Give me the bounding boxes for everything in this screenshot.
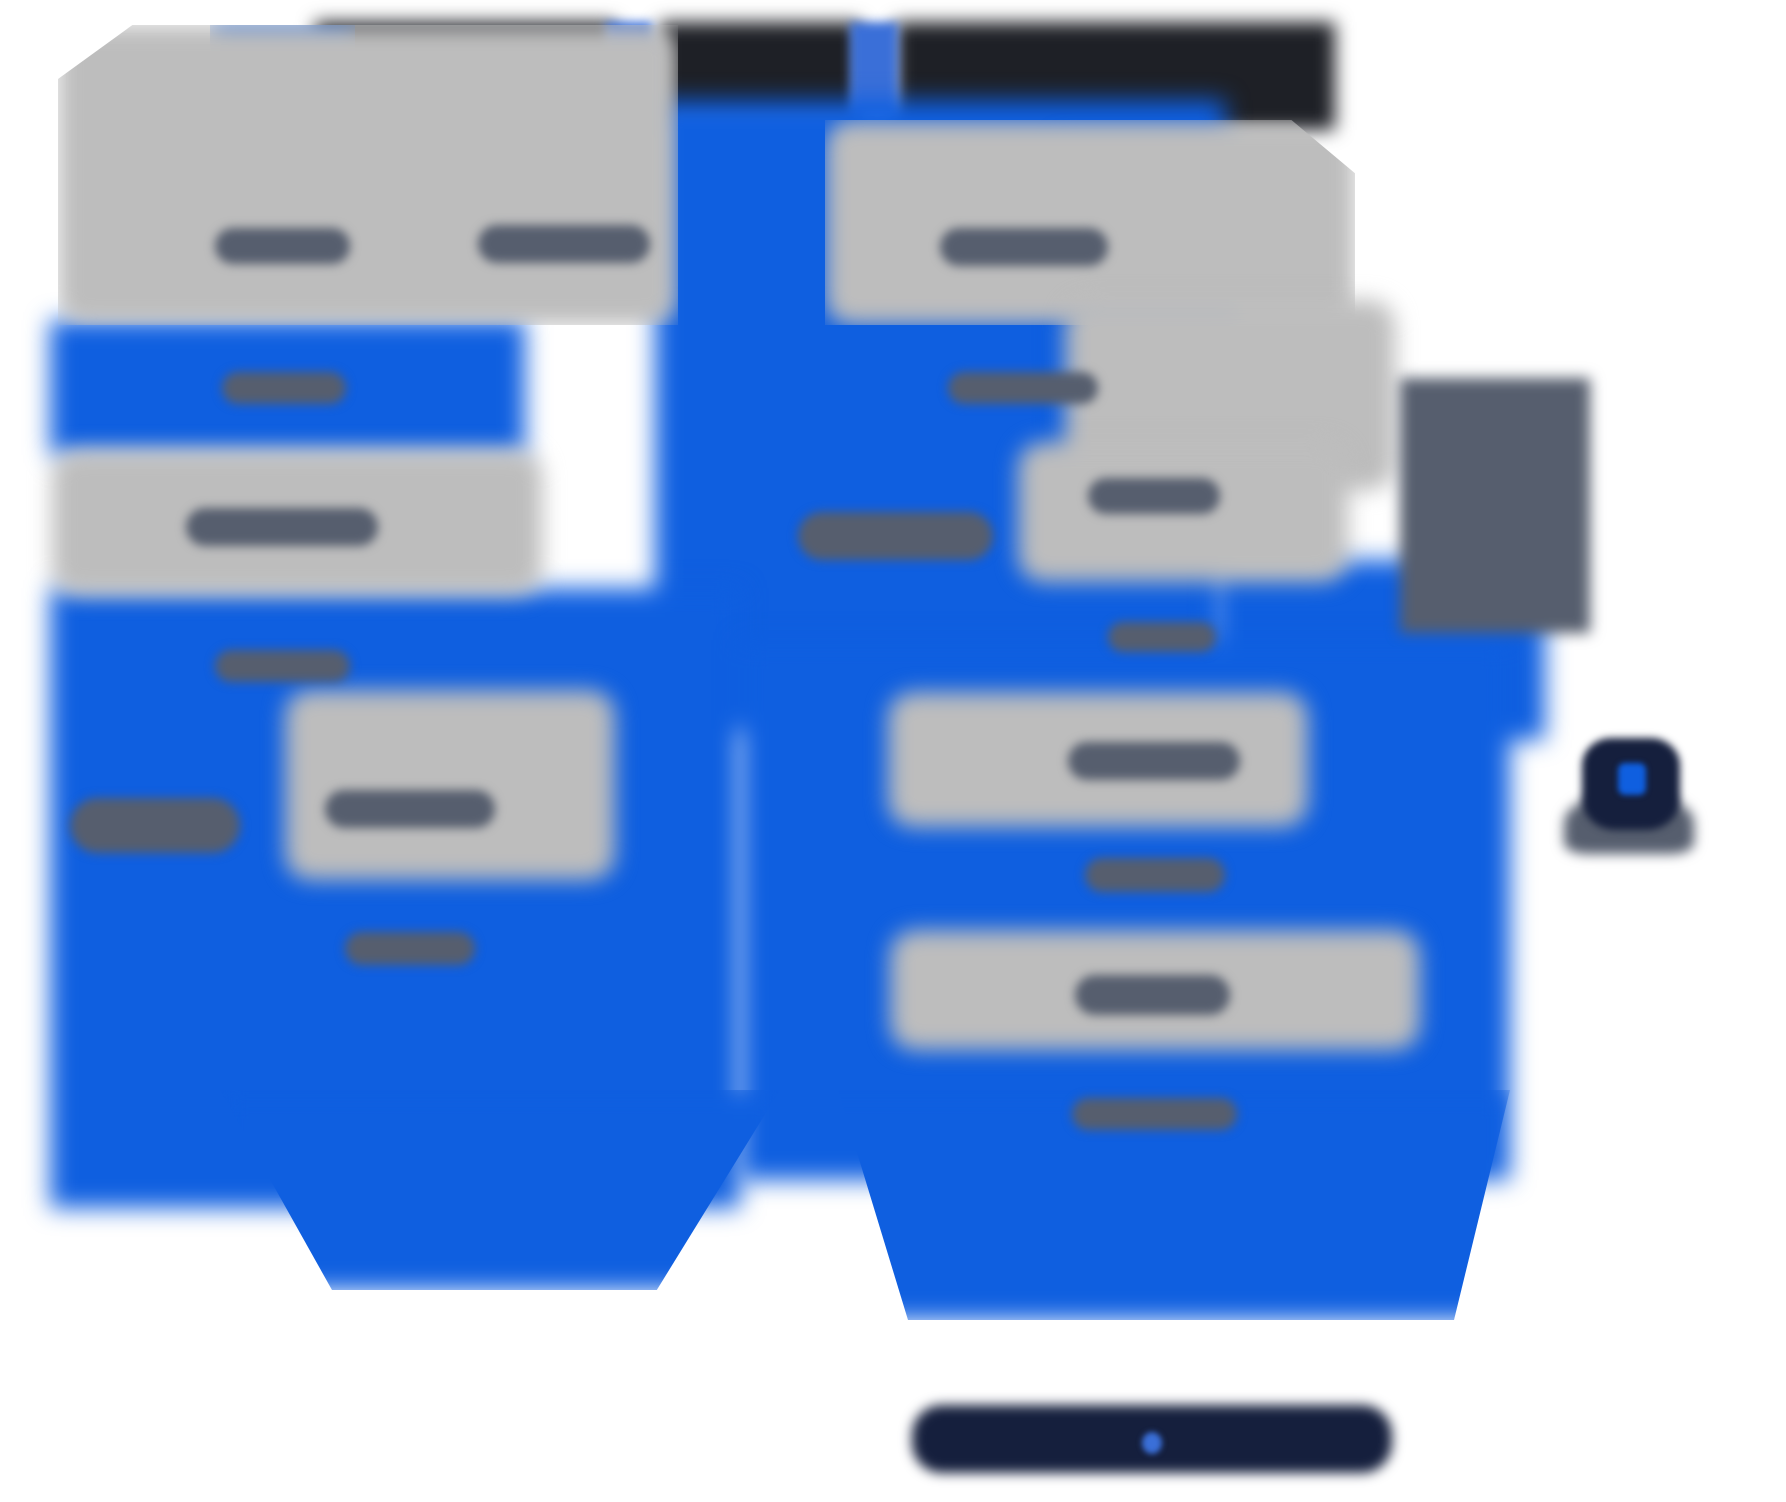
text-row-left-2 xyxy=(222,372,346,404)
text-row-right-3 xyxy=(1088,478,1220,514)
text-row-right-8 xyxy=(1075,975,1230,1015)
text-row-left-3 xyxy=(186,508,378,546)
panel-right-row-1[interactable] xyxy=(825,120,1355,325)
text-row-right-1 xyxy=(940,228,1108,266)
panel-left-row-5[interactable] xyxy=(285,690,615,880)
avatar-inner-icon xyxy=(1618,763,1646,795)
text-row-right-9 xyxy=(1072,1098,1237,1130)
text-row-left-1b xyxy=(478,225,650,263)
text-row-right-4 xyxy=(798,512,993,560)
text-row-right-6 xyxy=(1068,742,1240,780)
text-row-right-2 xyxy=(948,372,1098,404)
right-side-slab xyxy=(1400,378,1590,633)
text-row-left-1 xyxy=(215,228,350,264)
text-row-left-5 xyxy=(325,790,495,828)
text-row-left-6 xyxy=(70,798,240,853)
blue-region-bottom xyxy=(220,1090,780,1290)
status-dot-icon xyxy=(1142,1432,1162,1454)
text-row-right-7 xyxy=(1085,858,1225,892)
panel-left-row-1[interactable] xyxy=(58,25,678,325)
text-row-right-5 xyxy=(1108,622,1216,652)
text-row-left-7 xyxy=(345,932,475,965)
avatar[interactable] xyxy=(1550,730,1730,860)
text-row-left-4 xyxy=(215,650,350,682)
